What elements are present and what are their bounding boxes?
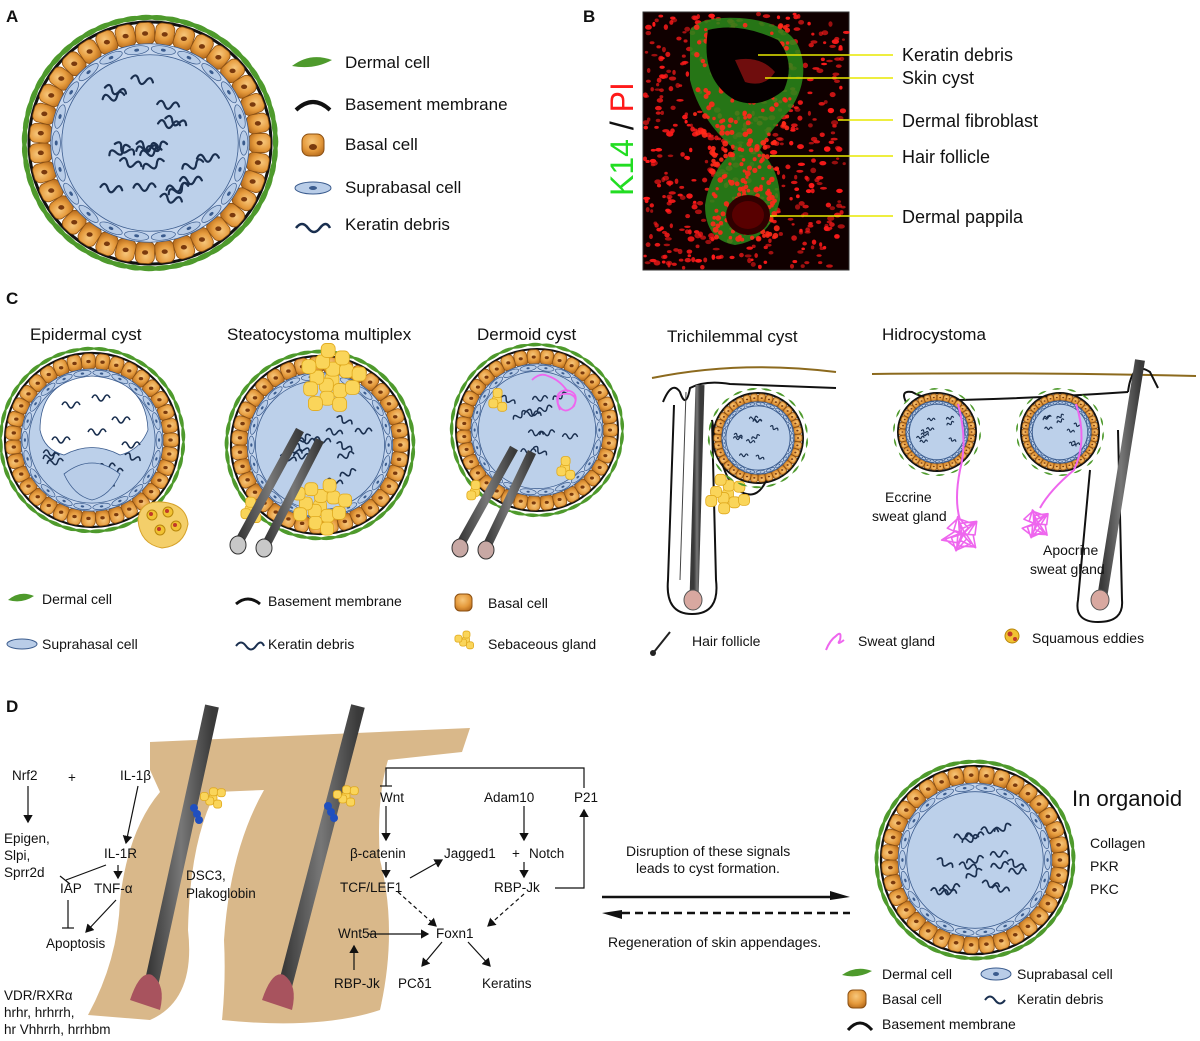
sweat-glands xyxy=(940,403,1083,552)
legend-c-basal-cell: Basal cell xyxy=(488,595,548,611)
cyst-diagram-a xyxy=(21,14,279,272)
legend-a: Dermal cell Basement membrane Basal cell… xyxy=(292,53,508,234)
legend-c-sweat-gland: Sweat gland xyxy=(858,633,935,649)
label-apocrine-2: sweat gland xyxy=(1030,561,1105,577)
micrograph-b xyxy=(642,11,850,271)
node-sprr2d: Sprr2d xyxy=(4,865,45,880)
node-keratins: Keratins xyxy=(482,976,532,991)
label-apocrine-1: Apocrine xyxy=(1043,542,1098,558)
node-p21: P21 xyxy=(574,790,598,805)
node-rbpjk: RBP-Jk xyxy=(494,880,540,895)
label-eccrine-1: Eccrine xyxy=(885,489,932,505)
skin-section-d xyxy=(88,704,470,1024)
legend-a-suprabasal-cell: Suprabasal cell xyxy=(345,178,461,197)
regeneration-arrow xyxy=(602,910,850,919)
title-epidermal-cyst: Epidermal cyst xyxy=(30,325,142,344)
text-in-organoid: In organoid xyxy=(1072,786,1182,811)
node-nrf2: Nrf2 xyxy=(12,768,38,783)
label-dermal-pappila: Dermal pappila xyxy=(902,207,1024,227)
node-iap: IAP xyxy=(60,881,82,896)
node-pcd1: PCδ1 xyxy=(398,976,432,991)
factor-pkr: PKR xyxy=(1090,858,1119,874)
legend-c-suprahasal-cell: Suprahasal cell xyxy=(42,636,138,652)
node-apoptosis: Apoptosis xyxy=(46,936,106,951)
node-plakoglobin: Plakoglobin xyxy=(186,886,256,901)
disruption-arrow xyxy=(602,891,850,900)
title-hidrocystoma: Hidrocystoma xyxy=(882,325,986,344)
node-vdr: VDR/RXRα xyxy=(4,988,73,1003)
stain-k14: K14 xyxy=(604,139,640,196)
stain-label: K14 / PI xyxy=(604,82,640,196)
legend-a-dermal-cell: Dermal cell xyxy=(345,53,430,72)
title-dermoid-cyst: Dermoid cyst xyxy=(477,325,576,344)
text-regeneration: Regeneration of skin appendages. xyxy=(608,934,821,950)
node-adam10: Adam10 xyxy=(484,790,534,805)
node-hrvh: hr Vhhrrh, hrrhbm xyxy=(4,1022,111,1037)
node-tnfa: TNF-α xyxy=(94,881,133,896)
text-disruption-1: Disruption of these signals xyxy=(626,843,790,859)
node-hrhr: hrhr, hrhrrh, xyxy=(4,1005,75,1020)
legend-c-dermal-cell: Dermal cell xyxy=(42,591,112,607)
dermal-cell-icon xyxy=(292,57,332,68)
legend-d-basal-cell: Basal cell xyxy=(882,991,942,1007)
legend-d-keratin-debris: Keratin debris xyxy=(1017,991,1103,1007)
node-il1r: IL-1R xyxy=(104,846,137,861)
hairs-c xyxy=(229,427,537,560)
panel-label-a: A xyxy=(6,7,18,26)
micrograph-leaders xyxy=(758,54,893,217)
legend-d-suprabasal-cell: Suprabasal cell xyxy=(1017,966,1113,982)
label-eccrine-2: sweat gland xyxy=(872,508,947,524)
legend-d: Dermal cell Suprabasal cell Basal cell K… xyxy=(842,966,1113,1032)
left-pathway-arrows xyxy=(23,785,139,933)
label-skin-cyst: Skin cyst xyxy=(902,68,974,88)
node-rbpjk-2: RBP-Jk xyxy=(334,976,380,991)
stain-slash: / xyxy=(604,112,640,139)
panel-label-c: C xyxy=(6,289,18,308)
legend-c: Dermal cell Basement membrane Basal cell… xyxy=(6,591,1144,656)
text-disruption-2: leads to cyst formation. xyxy=(636,860,780,876)
node-bcatenin: β-catenin xyxy=(350,846,406,861)
node-dsc3: DSC3, xyxy=(186,868,226,883)
title-steatocystoma: Steatocystoma multiplex xyxy=(227,325,412,344)
label-hair-follicle: Hair follicle xyxy=(902,147,990,167)
node-foxn1: Foxn1 xyxy=(436,926,474,941)
label-keratin-debris: Keratin debris xyxy=(902,45,1013,65)
node-tcf: TCF/LEF1 xyxy=(340,880,402,895)
plus-2: + xyxy=(512,846,520,861)
cysts-panel-c xyxy=(0,342,1104,549)
basement-membrane-icon xyxy=(294,100,332,112)
factor-collagen: Collagen xyxy=(1090,835,1145,851)
title-trichilemmal-cyst: Trichilemmal cyst xyxy=(667,327,798,346)
legend-c-hair-follicle: Hair follicle xyxy=(692,633,761,649)
foxn1-pathway-lines xyxy=(349,767,589,970)
node-epigen: Epigen, xyxy=(4,831,50,846)
legend-c-keratin-debris: Keratin debris xyxy=(268,636,354,652)
legend-a-basement-membrane: Basement membrane xyxy=(345,95,508,114)
factor-pkc: PKC xyxy=(1090,881,1119,897)
trichilemmal-scene xyxy=(651,366,837,616)
legend-a-basal-cell: Basal cell xyxy=(345,135,418,154)
legend-c-squamous-eddies: Squamous eddies xyxy=(1032,630,1144,646)
node-wnt5a: Wnt5a xyxy=(338,926,378,941)
stain-pi: PI xyxy=(604,82,640,112)
node-wnt: Wnt xyxy=(380,790,404,805)
legend-d-basement-membrane: Basement membrane xyxy=(882,1016,1016,1032)
legend-d-dermal-cell: Dermal cell xyxy=(882,966,952,982)
panel-label-d: D xyxy=(6,697,18,716)
legend-c-sebaceous-gland: Sebaceous gland xyxy=(488,636,596,652)
node-notch: Notch xyxy=(529,846,564,861)
panel-label-b: B xyxy=(583,7,595,26)
node-jagged1: Jagged1 xyxy=(444,846,496,861)
legend-c-basement-membrane: Basement membrane xyxy=(268,593,402,609)
plus-1: + xyxy=(68,770,76,785)
label-dermal-fibroblast: Dermal fibroblast xyxy=(902,111,1038,131)
organoid-cyst xyxy=(874,759,1076,961)
node-slpi: Slpi, xyxy=(4,848,30,863)
legend-a-keratin-debris: Keratin debris xyxy=(345,215,450,234)
keratin-debris-icon xyxy=(295,222,332,234)
node-il1b: IL-1β xyxy=(120,768,151,783)
